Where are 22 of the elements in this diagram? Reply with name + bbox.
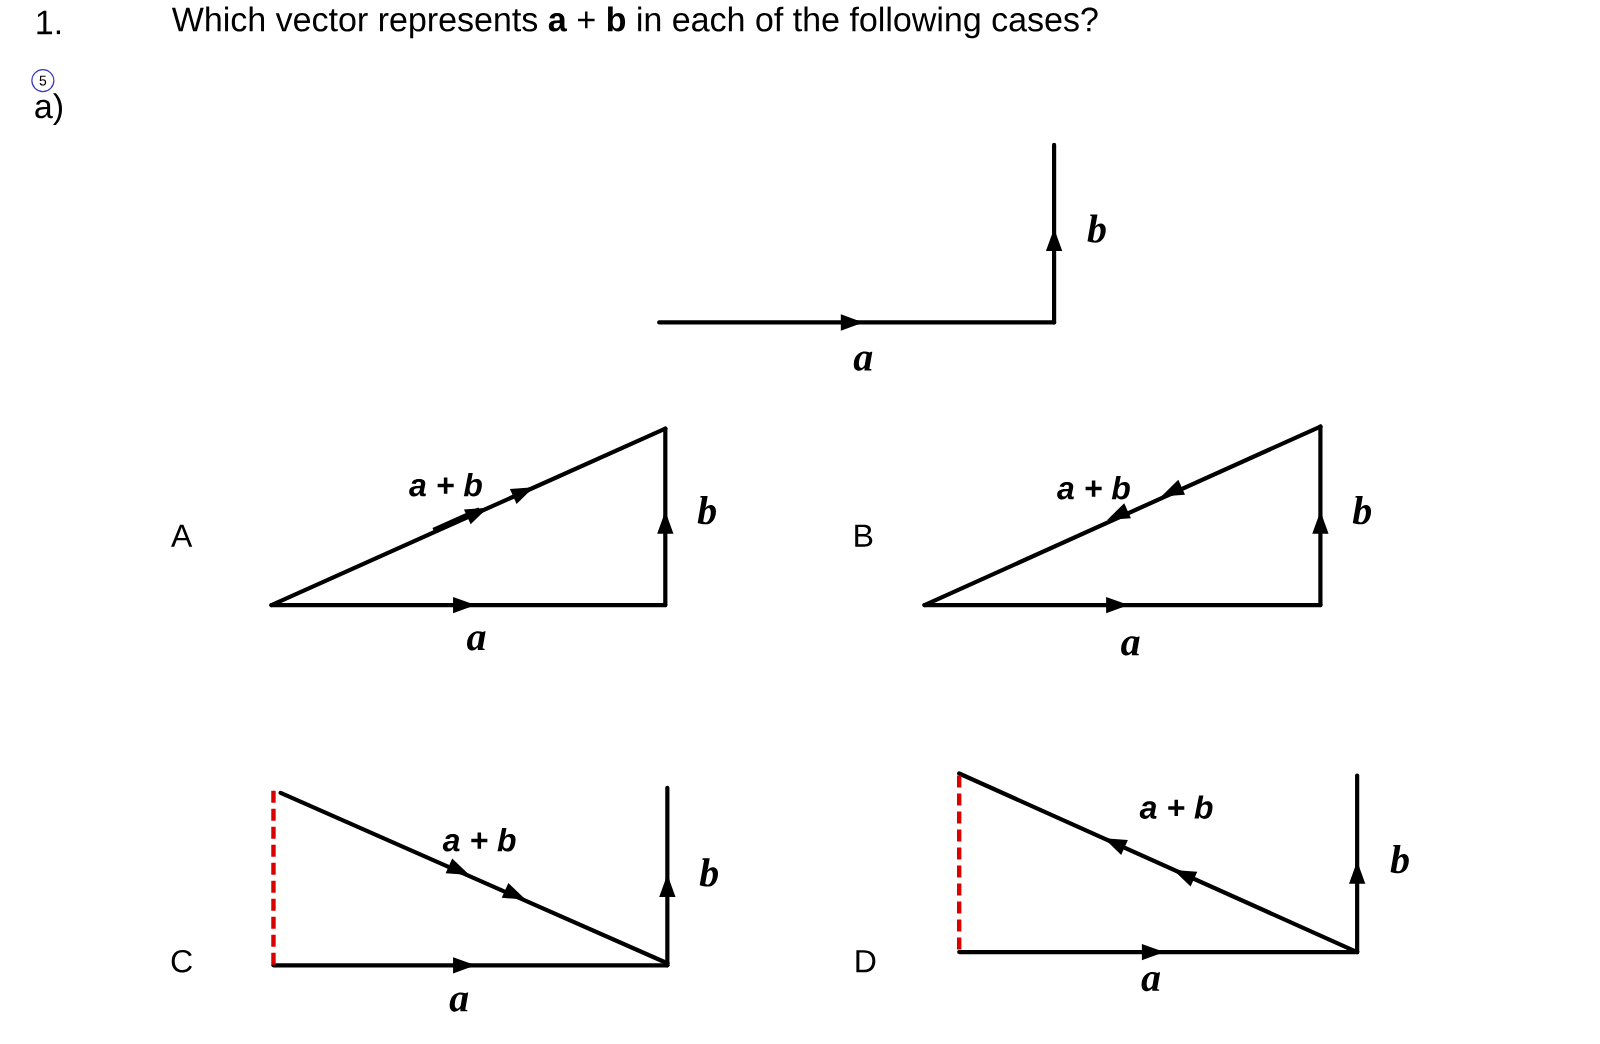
vector-label: a xyxy=(467,631,486,651)
vector-label: a + b xyxy=(442,828,516,852)
part-label: a) xyxy=(35,93,62,125)
vector-label: a + b xyxy=(409,472,482,497)
question-number: 1. xyxy=(37,10,61,35)
option-letter: C xyxy=(171,949,192,973)
vector-label: b xyxy=(699,858,718,887)
vector-label: a xyxy=(853,351,873,371)
vector-label: a + b xyxy=(1057,476,1130,500)
vector-label: a + b xyxy=(1139,795,1213,819)
option-letter: A xyxy=(171,524,193,547)
vector-label: a xyxy=(1141,972,1161,992)
question-text: Which vector represents a + b in each of the following cases? xyxy=(171,6,1098,39)
option-letter: D xyxy=(856,950,876,973)
vector-label: b xyxy=(1352,496,1372,525)
vector-label: b xyxy=(1390,845,1409,874)
vector-label: a xyxy=(1121,636,1140,656)
number-badge: 5 xyxy=(31,69,55,93)
vector-label: b xyxy=(697,496,716,525)
option-letter: B xyxy=(855,524,873,547)
vector-label: a xyxy=(449,992,469,1012)
vector-label: b xyxy=(1087,214,1106,243)
